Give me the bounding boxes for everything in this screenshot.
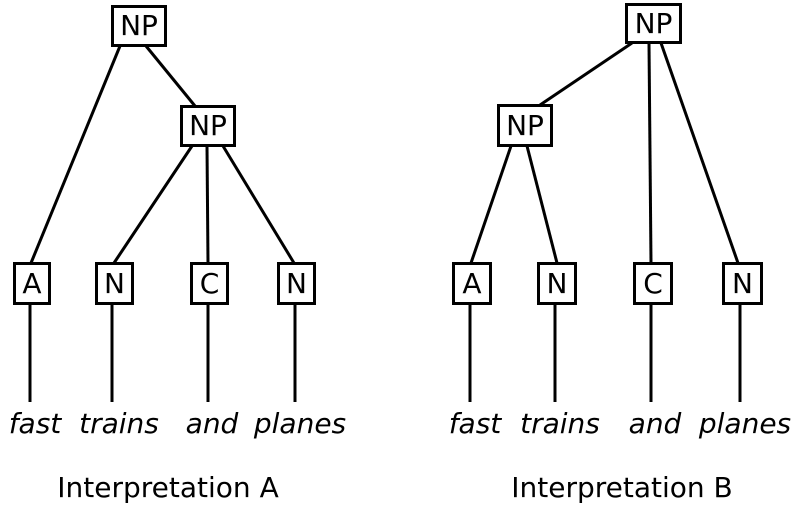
tree-a-terminal-c-box: C: [190, 262, 229, 305]
edge-a-root-to-inner-np: [144, 45, 197, 107]
tree-b-terminal-n1-box: N: [537, 262, 577, 305]
tree-a-inner-np-box: NP: [180, 105, 236, 147]
edge-a-inner-to-c: [205, 145, 210, 264]
tree-a-root-np-box: NP: [111, 5, 167, 47]
tree-b-terminal-a-box: A: [452, 262, 492, 305]
edge-a-inner-to-n1: [112, 145, 194, 264]
tree-a-word-planes: planes: [253, 407, 347, 440]
caption-interpretation-a: Interpretation A: [57, 471, 279, 504]
tree-b-terminal-c-box: C: [633, 262, 673, 305]
tree-b-word-planes: planes: [698, 407, 792, 440]
edge-a-inner-to-n2: [221, 145, 296, 264]
tree-b-inner-np-box: NP: [497, 104, 553, 147]
tree-b-word-trains: trains: [520, 407, 600, 440]
edge-b-root-to-n2: [659, 42, 740, 264]
tree-a-word-fast: fast: [8, 407, 62, 440]
tree-a-word-trains: trains: [79, 407, 159, 440]
tree-b-word-fast: fast: [448, 407, 502, 440]
tree-a-terminal-n2-box: N: [277, 262, 316, 305]
tree-a-terminal-a-box: A: [13, 262, 51, 305]
tree-a-word-and: and: [185, 407, 239, 440]
caption-interpretation-b: Interpretation B: [511, 471, 733, 504]
edge-b-inner-to-a: [469, 145, 513, 264]
edge-a-root-to-a: [29, 45, 122, 264]
edge-b-root-to-inner-np: [539, 41, 633, 107]
tree-b-terminal-n2-box: N: [722, 262, 763, 305]
tree-a-terminal-n1-box: N: [95, 262, 134, 305]
tree-b-word-and: and: [628, 407, 682, 440]
tree-b-root-np-box: NP: [625, 3, 682, 44]
edge-b-inner-to-n1: [525, 145, 559, 264]
edge-b-root-to-c: [647, 42, 653, 264]
